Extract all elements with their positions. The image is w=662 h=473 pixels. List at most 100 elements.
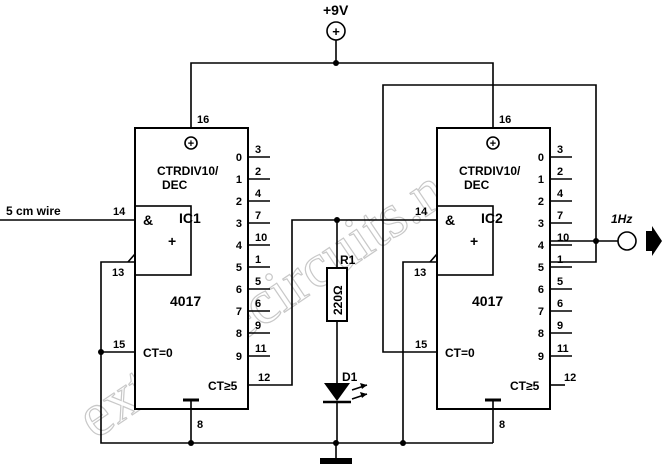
ic2-output-pin-4: 10 bbox=[557, 232, 569, 244]
ic1-output-pin-0: 3 bbox=[255, 144, 261, 156]
ic1-carry-label: CT≥5 bbox=[208, 379, 238, 393]
ic2-output-pin-7: 6 bbox=[557, 298, 563, 310]
led-d1 bbox=[323, 383, 368, 404]
resistor-name: R1 bbox=[340, 253, 356, 267]
ic2-output-pin-9: 11 bbox=[557, 343, 569, 355]
supply-label: +9V bbox=[323, 2, 349, 18]
junction-r1-clk bbox=[334, 217, 340, 223]
led-ray-2-head bbox=[360, 392, 367, 398]
junction-ground bbox=[333, 440, 339, 446]
output-arrow-icon bbox=[646, 226, 662, 256]
ic2-output-label-1: 1 bbox=[538, 174, 544, 186]
led-name: D1 bbox=[342, 370, 358, 384]
ic1-output-pin-7: 6 bbox=[255, 298, 261, 310]
ic1-pin-en: 13 bbox=[112, 267, 124, 279]
ic2-output-label-2: 2 bbox=[538, 196, 544, 208]
ic2-output-label-8: 8 bbox=[538, 328, 544, 340]
ic2-output-pin-3: 7 bbox=[557, 210, 563, 222]
output-terminal bbox=[617, 231, 637, 251]
ic2-part: 4017 bbox=[472, 293, 503, 309]
ic2-carry-label: CT≥5 bbox=[510, 379, 540, 393]
junction-ic1-rst bbox=[98, 349, 104, 355]
ic1-gate-box bbox=[134, 205, 192, 276]
ic1-pin-rst: 15 bbox=[113, 339, 125, 351]
ic1-output-pin-5: 1 bbox=[255, 254, 261, 266]
ic1-name: IC1 bbox=[179, 210, 201, 226]
ic2-output-label-7: 7 bbox=[538, 306, 544, 318]
ic1-output-label-6: 6 bbox=[236, 284, 242, 296]
ic1-part: 4017 bbox=[170, 293, 201, 309]
ic2-output-pin-0: 3 bbox=[557, 144, 563, 156]
ic2-en-indicator bbox=[429, 251, 438, 270]
wire-ic1-carry bbox=[248, 219, 337, 386]
ic1-pin-co: 12 bbox=[258, 372, 270, 384]
ic2-function-line1: CTRDIV10/ bbox=[459, 164, 521, 178]
ic2-outputs: 0 3 1 2 2 4 3 7 4 10 5 1 6 5 7 6 8 9 9 11 bbox=[538, 144, 572, 363]
output-label: 1Hz bbox=[611, 212, 632, 226]
ic1-output-pin-6: 5 bbox=[255, 276, 261, 288]
input-label: 5 cm wire bbox=[6, 204, 61, 218]
wire-ic2-reset-loop bbox=[382, 84, 597, 353]
ic1-output-label-7: 7 bbox=[236, 306, 242, 318]
ic1-gate-plus: + bbox=[168, 233, 176, 249]
ic1-output-label-9: 9 bbox=[236, 351, 242, 363]
ic1-output-label-1: 1 bbox=[236, 174, 242, 186]
ic2-output-label-3: 3 bbox=[538, 218, 544, 230]
ic2-output-label-0: 0 bbox=[538, 152, 544, 164]
ic1-output-label-5: 5 bbox=[236, 262, 242, 274]
led-ray-1-head bbox=[360, 383, 367, 389]
ic2-output-label-9: 9 bbox=[538, 351, 544, 363]
ic1-output-label-3: 3 bbox=[236, 218, 242, 230]
ic2-vcc-circle bbox=[486, 136, 500, 150]
ground-symbol bbox=[320, 458, 352, 464]
led-triangle bbox=[324, 383, 350, 401]
ic1-output-label-8: 8 bbox=[236, 328, 242, 340]
junction-ic1-gnd bbox=[188, 440, 194, 446]
ic1-function-line2: DEC bbox=[162, 178, 188, 192]
ic1-output-pin-2: 4 bbox=[255, 188, 262, 200]
ic2-pin-clk: 14 bbox=[415, 206, 428, 218]
wire-vcc-rail bbox=[190, 62, 494, 128]
ic2-name: IC2 bbox=[481, 210, 503, 226]
wire-ground-rail bbox=[100, 352, 493, 444]
ic2-function-line2: DEC bbox=[464, 178, 490, 192]
ic2-output-label-5: 5 bbox=[538, 262, 544, 274]
wire-ic2-en bbox=[402, 261, 437, 443]
ic2-output-label-6: 6 bbox=[538, 284, 544, 296]
ic1-output-pin-9: 11 bbox=[255, 343, 267, 355]
wire-ic1-en bbox=[100, 261, 135, 352]
ic1-output-pin-3: 7 bbox=[255, 210, 261, 222]
ic2-output-pin-8: 9 bbox=[557, 320, 563, 332]
ic2-pin-en: 13 bbox=[414, 267, 426, 279]
ic1-en-indicator bbox=[127, 251, 136, 270]
ic2-output-pin-2: 4 bbox=[557, 188, 564, 200]
ic1-function-line1: CTRDIV10/ bbox=[157, 164, 219, 178]
ic1-vcc-symbol: + bbox=[188, 138, 194, 150]
watermark: extremecircuits.net bbox=[65, 131, 495, 452]
ic2-output-pin-1: 2 bbox=[557, 166, 563, 178]
ic2-output-pin-6: 5 bbox=[557, 276, 563, 288]
ic1-output-pin-1: 2 bbox=[255, 166, 261, 178]
ic2-pin-rst: 15 bbox=[415, 339, 427, 351]
ic2-reset-label: CT=0 bbox=[445, 346, 475, 360]
ic2-pin-co: 12 bbox=[564, 372, 576, 384]
ic1: + 16 CTRDIV10/ DEC & + IC1 4017 CT=0 CT≥… bbox=[0, 114, 337, 431]
ic2-pin-vcc: 16 bbox=[499, 114, 511, 126]
ic1-pin-gnd: 8 bbox=[197, 419, 203, 431]
ic2-output-pin-5: 1 bbox=[557, 254, 563, 266]
ic1-output-label-0: 0 bbox=[236, 152, 242, 164]
ic2-gate-symbol: & bbox=[445, 212, 455, 228]
ic2-output-label-4: 4 bbox=[538, 240, 545, 252]
ic2-gate-plus: + bbox=[470, 233, 478, 249]
supply-terminal: +9V + bbox=[323, 2, 349, 41]
ic2-pin-gnd: 8 bbox=[499, 419, 505, 431]
ic1-pin-vcc: 16 bbox=[197, 114, 209, 126]
supply-plus-symbol: + bbox=[332, 24, 340, 39]
ic1-gate-symbol: & bbox=[143, 212, 153, 228]
ic1-vcc-circle bbox=[184, 136, 198, 150]
ic2: + 16 CTRDIV10/ DEC & + IC2 4017 CT=0 CT≥… bbox=[382, 84, 597, 443]
ic2-gate-box bbox=[436, 205, 494, 276]
ic1-output-pin-4: 10 bbox=[255, 232, 267, 244]
